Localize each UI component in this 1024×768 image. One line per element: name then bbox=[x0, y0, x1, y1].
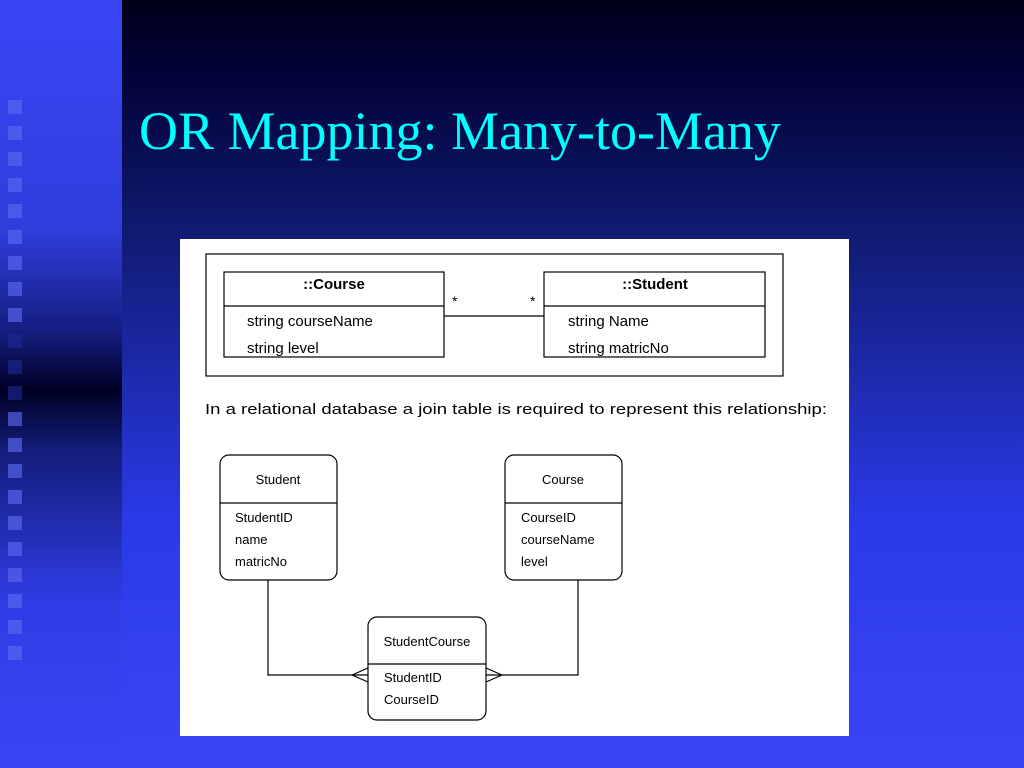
uml-frame bbox=[205, 253, 784, 377]
left-decorative-band bbox=[0, 0, 122, 768]
er-course-field: level bbox=[521, 554, 548, 569]
er-join-field: CourseID bbox=[384, 692, 439, 707]
uml-multiplicity-left: * bbox=[452, 293, 458, 309]
er-course-name: Course bbox=[542, 472, 584, 487]
er-student-name: Student bbox=[256, 472, 301, 487]
uml-student-attribute: string matricNo bbox=[568, 340, 669, 357]
diagram-caption: In a relational database a join table is… bbox=[205, 402, 827, 418]
diagram-figure: ::Course string courseName string level … bbox=[180, 239, 849, 736]
uml-class-course: ::Course string courseName string level bbox=[223, 271, 445, 358]
er-student-field: matricNo bbox=[235, 554, 287, 569]
er-join-field: StudentID bbox=[384, 670, 442, 685]
uml-course-attribute: string level bbox=[247, 340, 319, 357]
uml-student-name: ::Student bbox=[622, 276, 688, 293]
er-course-field: courseName bbox=[521, 532, 595, 547]
uml-course-attribute: string courseName bbox=[247, 313, 373, 330]
er-entity-studentcourse: StudentCourse StudentID CourseID bbox=[367, 616, 487, 721]
uml-class-student: ::Student string Name string matricNo bbox=[543, 271, 766, 358]
er-student-field: name bbox=[235, 532, 268, 547]
er-relationship-course-join bbox=[485, 580, 579, 683]
er-join-name: StudentCourse bbox=[384, 634, 471, 649]
uml-student-attribute: string Name bbox=[568, 313, 649, 330]
er-entity-student: Student StudentID name matricNo bbox=[219, 454, 338, 581]
er-course-field: CourseID bbox=[521, 510, 576, 525]
slide-title: OR Mapping: Many-to-Many bbox=[139, 101, 781, 161]
er-relationship-student-join bbox=[267, 580, 369, 683]
decorative-squares bbox=[8, 100, 22, 672]
er-student-field: StudentID bbox=[235, 510, 293, 525]
er-entity-course: Course CourseID courseName level bbox=[504, 454, 623, 581]
uml-course-name: ::Course bbox=[303, 276, 365, 293]
uml-multiplicity-right: * bbox=[530, 293, 536, 309]
